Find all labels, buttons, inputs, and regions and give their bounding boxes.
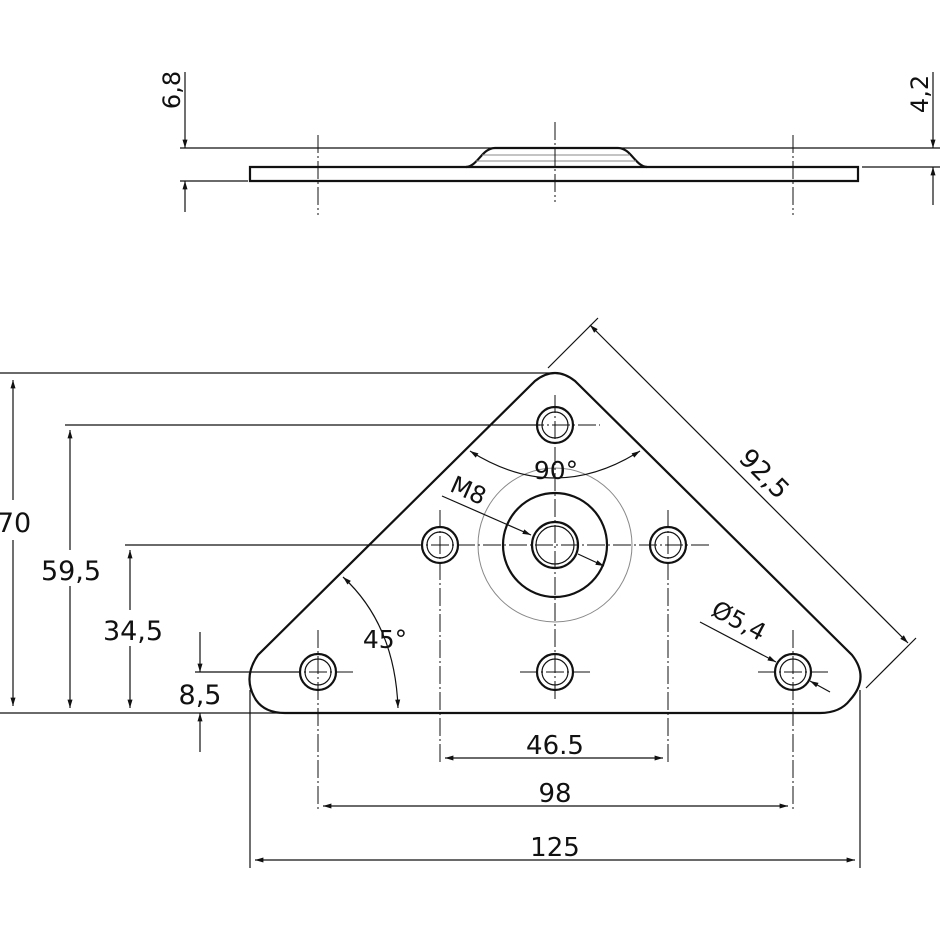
dim-overall-height: 6,8 xyxy=(158,71,186,109)
dim-edge-length: 92,5 xyxy=(733,443,795,505)
hole-diameter-label: Ø5,4 xyxy=(707,595,771,647)
dim-base-angle: 45° xyxy=(363,625,407,654)
dim-boss-height: 4,2 xyxy=(906,75,934,113)
plate-profile xyxy=(248,165,860,183)
boss-profile xyxy=(465,146,648,169)
dim-height-bottom-holes: 8,5 xyxy=(179,680,222,711)
dim-width-outer-holes: 98 xyxy=(538,779,571,809)
triangle-plate xyxy=(248,371,862,715)
dim-width-total: 125 xyxy=(530,833,580,863)
dim-width-inner-holes: 46.5 xyxy=(526,731,584,761)
dim-height-total: 70 xyxy=(0,508,31,539)
thread-label: M8 xyxy=(446,471,490,511)
plan-view: 70 59,5 34,5 8,5 46.5 98 125 92,5 90° 45… xyxy=(0,317,917,868)
dim-height-center: 34,5 xyxy=(103,616,163,647)
profile-view: 6,8 4,2 xyxy=(158,71,940,215)
dim-apex-angle: 90° xyxy=(534,456,578,485)
dim-height-top-hole: 59,5 xyxy=(41,556,101,587)
